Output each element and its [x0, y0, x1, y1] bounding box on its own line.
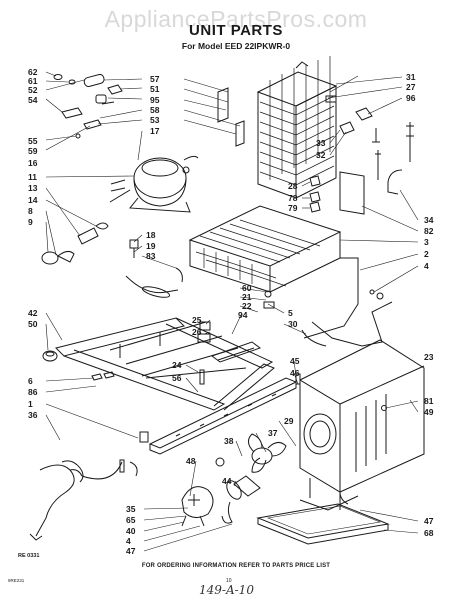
callout-94: 94 [238, 310, 248, 320]
callout-31: 31 [406, 72, 416, 82]
callout-46: 46 [290, 368, 300, 378]
base-frame [55, 317, 275, 411]
callout-48: 48 [186, 456, 196, 466]
leader-lines-center [203, 239, 419, 335]
callout-23: 23 [424, 352, 434, 362]
callout-68: 68 [424, 528, 434, 538]
condenser-coil [256, 56, 338, 199]
callout-4-lower: 4 [126, 536, 131, 546]
callout-61: 61 [28, 76, 38, 86]
callout-17: 17 [150, 126, 160, 136]
callout-5: 5 [288, 308, 293, 318]
drain-pan [256, 503, 390, 545]
callout-60: 60 [242, 283, 252, 293]
leader-lines-left-mid [45, 175, 177, 269]
callout-95: 95 [150, 95, 160, 105]
callout-35: 35 [126, 504, 136, 514]
page-title: UNIT PARTS [189, 22, 283, 39]
callout-55: 55 [28, 136, 38, 146]
callout-3: 3 [424, 237, 429, 247]
callout-56: 56 [172, 373, 182, 383]
callout-11: 11 [28, 172, 37, 182]
callout-28: 28 [288, 181, 298, 191]
document-code: 9RE231 [8, 578, 25, 583]
compressor [109, 155, 199, 213]
callout-79: 79 [288, 203, 298, 213]
power-cord [29, 459, 138, 541]
fan-shroud [299, 339, 425, 511]
callout-47-left: 47 [126, 546, 136, 556]
callout-29: 29 [284, 416, 294, 426]
leader-lines-lower-right [143, 360, 419, 552]
callout-9: 9 [28, 217, 33, 227]
callout-30: 30 [288, 319, 298, 329]
condenser-fan-motor [181, 433, 287, 527]
callout-14: 14 [28, 195, 38, 205]
bottom-rail [148, 377, 298, 455]
callout-96: 96 [406, 93, 416, 103]
page-number: 10 [226, 578, 232, 584]
callout-27: 27 [406, 82, 416, 92]
callout-78: 78 [288, 193, 298, 203]
callout-83: 83 [146, 251, 156, 261]
callout-86: 86 [28, 387, 38, 397]
watermark: AppliancePartsPros.com [104, 6, 368, 32]
callout-51: 51 [150, 84, 160, 94]
callout-8: 8 [28, 206, 33, 216]
callout-47-right: 47 [424, 516, 434, 526]
callout-40: 40 [126, 526, 136, 536]
leader-lines-upper-left [45, 71, 143, 161]
callout-54: 54 [28, 95, 38, 105]
reference-code: RE 0331 [18, 553, 40, 559]
callout-65: 65 [126, 515, 136, 525]
callout-44: 44 [222, 476, 232, 486]
callout-82: 82 [424, 226, 434, 236]
callout-81: 81 [424, 396, 434, 406]
callout-21: 21 [242, 292, 252, 302]
callout-57: 57 [150, 74, 160, 84]
leader-lines-lower-left [45, 312, 199, 441]
callout-45: 45 [290, 356, 300, 366]
callout-36: 36 [28, 410, 38, 420]
callout-6: 6 [28, 376, 33, 386]
callout-19: 19 [146, 241, 156, 251]
part-relay-cover [53, 73, 123, 139]
leader-lines-top-right [183, 76, 419, 232]
coil-bracket [217, 87, 414, 215]
leader-line-31 [329, 75, 359, 93]
ordering-footer: FOR ORDERING INFORMATION REFER TO PARTS … [141, 563, 331, 569]
callout-25: 25 [192, 315, 202, 325]
callout-4: 4 [424, 261, 429, 271]
callout-49: 49 [424, 407, 434, 417]
drier-tubing [125, 267, 393, 347]
callout-18: 18 [146, 230, 156, 240]
callout-53: 53 [150, 115, 160, 125]
callout-1: 1 [28, 399, 33, 409]
relay-overload-group [41, 222, 139, 265]
grommet [42, 350, 58, 362]
callout-37: 37 [268, 428, 278, 438]
callout-24: 24 [172, 360, 182, 370]
callout-numbers: 62 61 52 54 55 59 16 11 13 14 8 9 57 51 … [28, 67, 434, 556]
callout-13: 13 [28, 183, 38, 193]
model-subtitle: For Model EED 22IPKWR-0 [181, 41, 291, 51]
callout-38: 38 [224, 436, 234, 446]
callout-2: 2 [424, 249, 429, 259]
callout-26: 26 [192, 327, 202, 337]
callout-62: 62 [28, 67, 38, 77]
callout-42: 42 [28, 308, 38, 318]
callout-50: 50 [28, 319, 38, 329]
callout-59: 59 [28, 146, 38, 156]
callout-32: 32 [316, 150, 326, 160]
callout-58: 58 [150, 105, 160, 115]
evaporator-coil [188, 205, 359, 339]
callout-33: 33 [316, 138, 326, 148]
callout-16: 16 [28, 158, 38, 168]
callout-52: 52 [28, 85, 38, 95]
callout-34: 34 [424, 215, 434, 225]
handwritten-note: 149-A-10 [199, 583, 254, 597]
callout-22: 22 [242, 301, 252, 311]
